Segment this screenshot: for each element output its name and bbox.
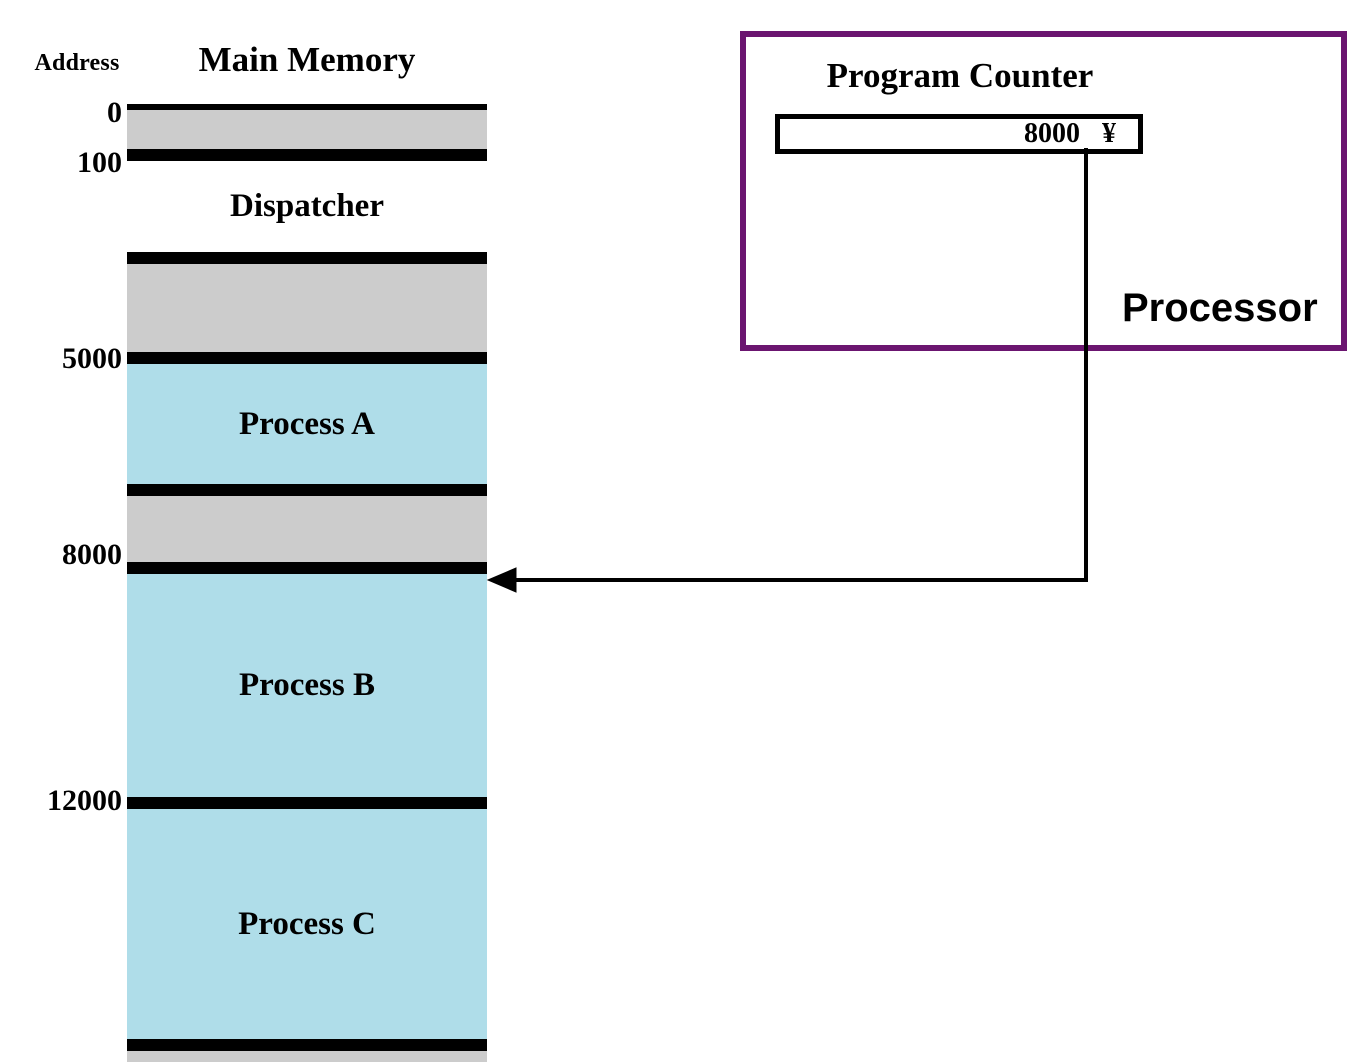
address-tick-12000: 12000: [47, 784, 122, 817]
address-tick-0: 0: [107, 96, 122, 129]
address-tick-8000: 8000: [62, 538, 122, 571]
program-counter-marker-icon: ¥: [1102, 118, 1116, 149]
memory-block-label: Dispatcher: [230, 188, 384, 224]
main-memory-heading: Main Memory: [198, 40, 416, 79]
program-counter-title: Program Counter: [826, 56, 1094, 95]
memory-block-free-3: [127, 1045, 487, 1062]
program-counter-register[interactable]: 8000 ¥: [775, 114, 1143, 154]
memory-block-process-c: Process C: [127, 803, 487, 1045]
address-tick-100: 100: [77, 146, 122, 179]
program-counter-value: 8000: [1024, 118, 1080, 149]
memory-block-label: Process A: [239, 405, 375, 442]
main-memory-map: Dispatcher Process A Process B Process C: [127, 104, 487, 1062]
memory-block-free-0: [127, 104, 487, 155]
address-tick-5000: 5000: [62, 342, 122, 375]
memory-block-process-a: Process A: [127, 358, 487, 490]
memory-block-free-1: [127, 258, 487, 358]
memory-block-label: Process B: [239, 667, 375, 703]
memory-block-free-2: [127, 490, 487, 568]
memory-block-process-b: Process B: [127, 568, 487, 803]
processor-label: Processor: [1122, 286, 1318, 330]
address-column-heading: Address: [34, 50, 120, 76]
memory-block-dispatcher: Dispatcher: [127, 155, 487, 258]
memory-block-label: Process C: [238, 905, 376, 942]
